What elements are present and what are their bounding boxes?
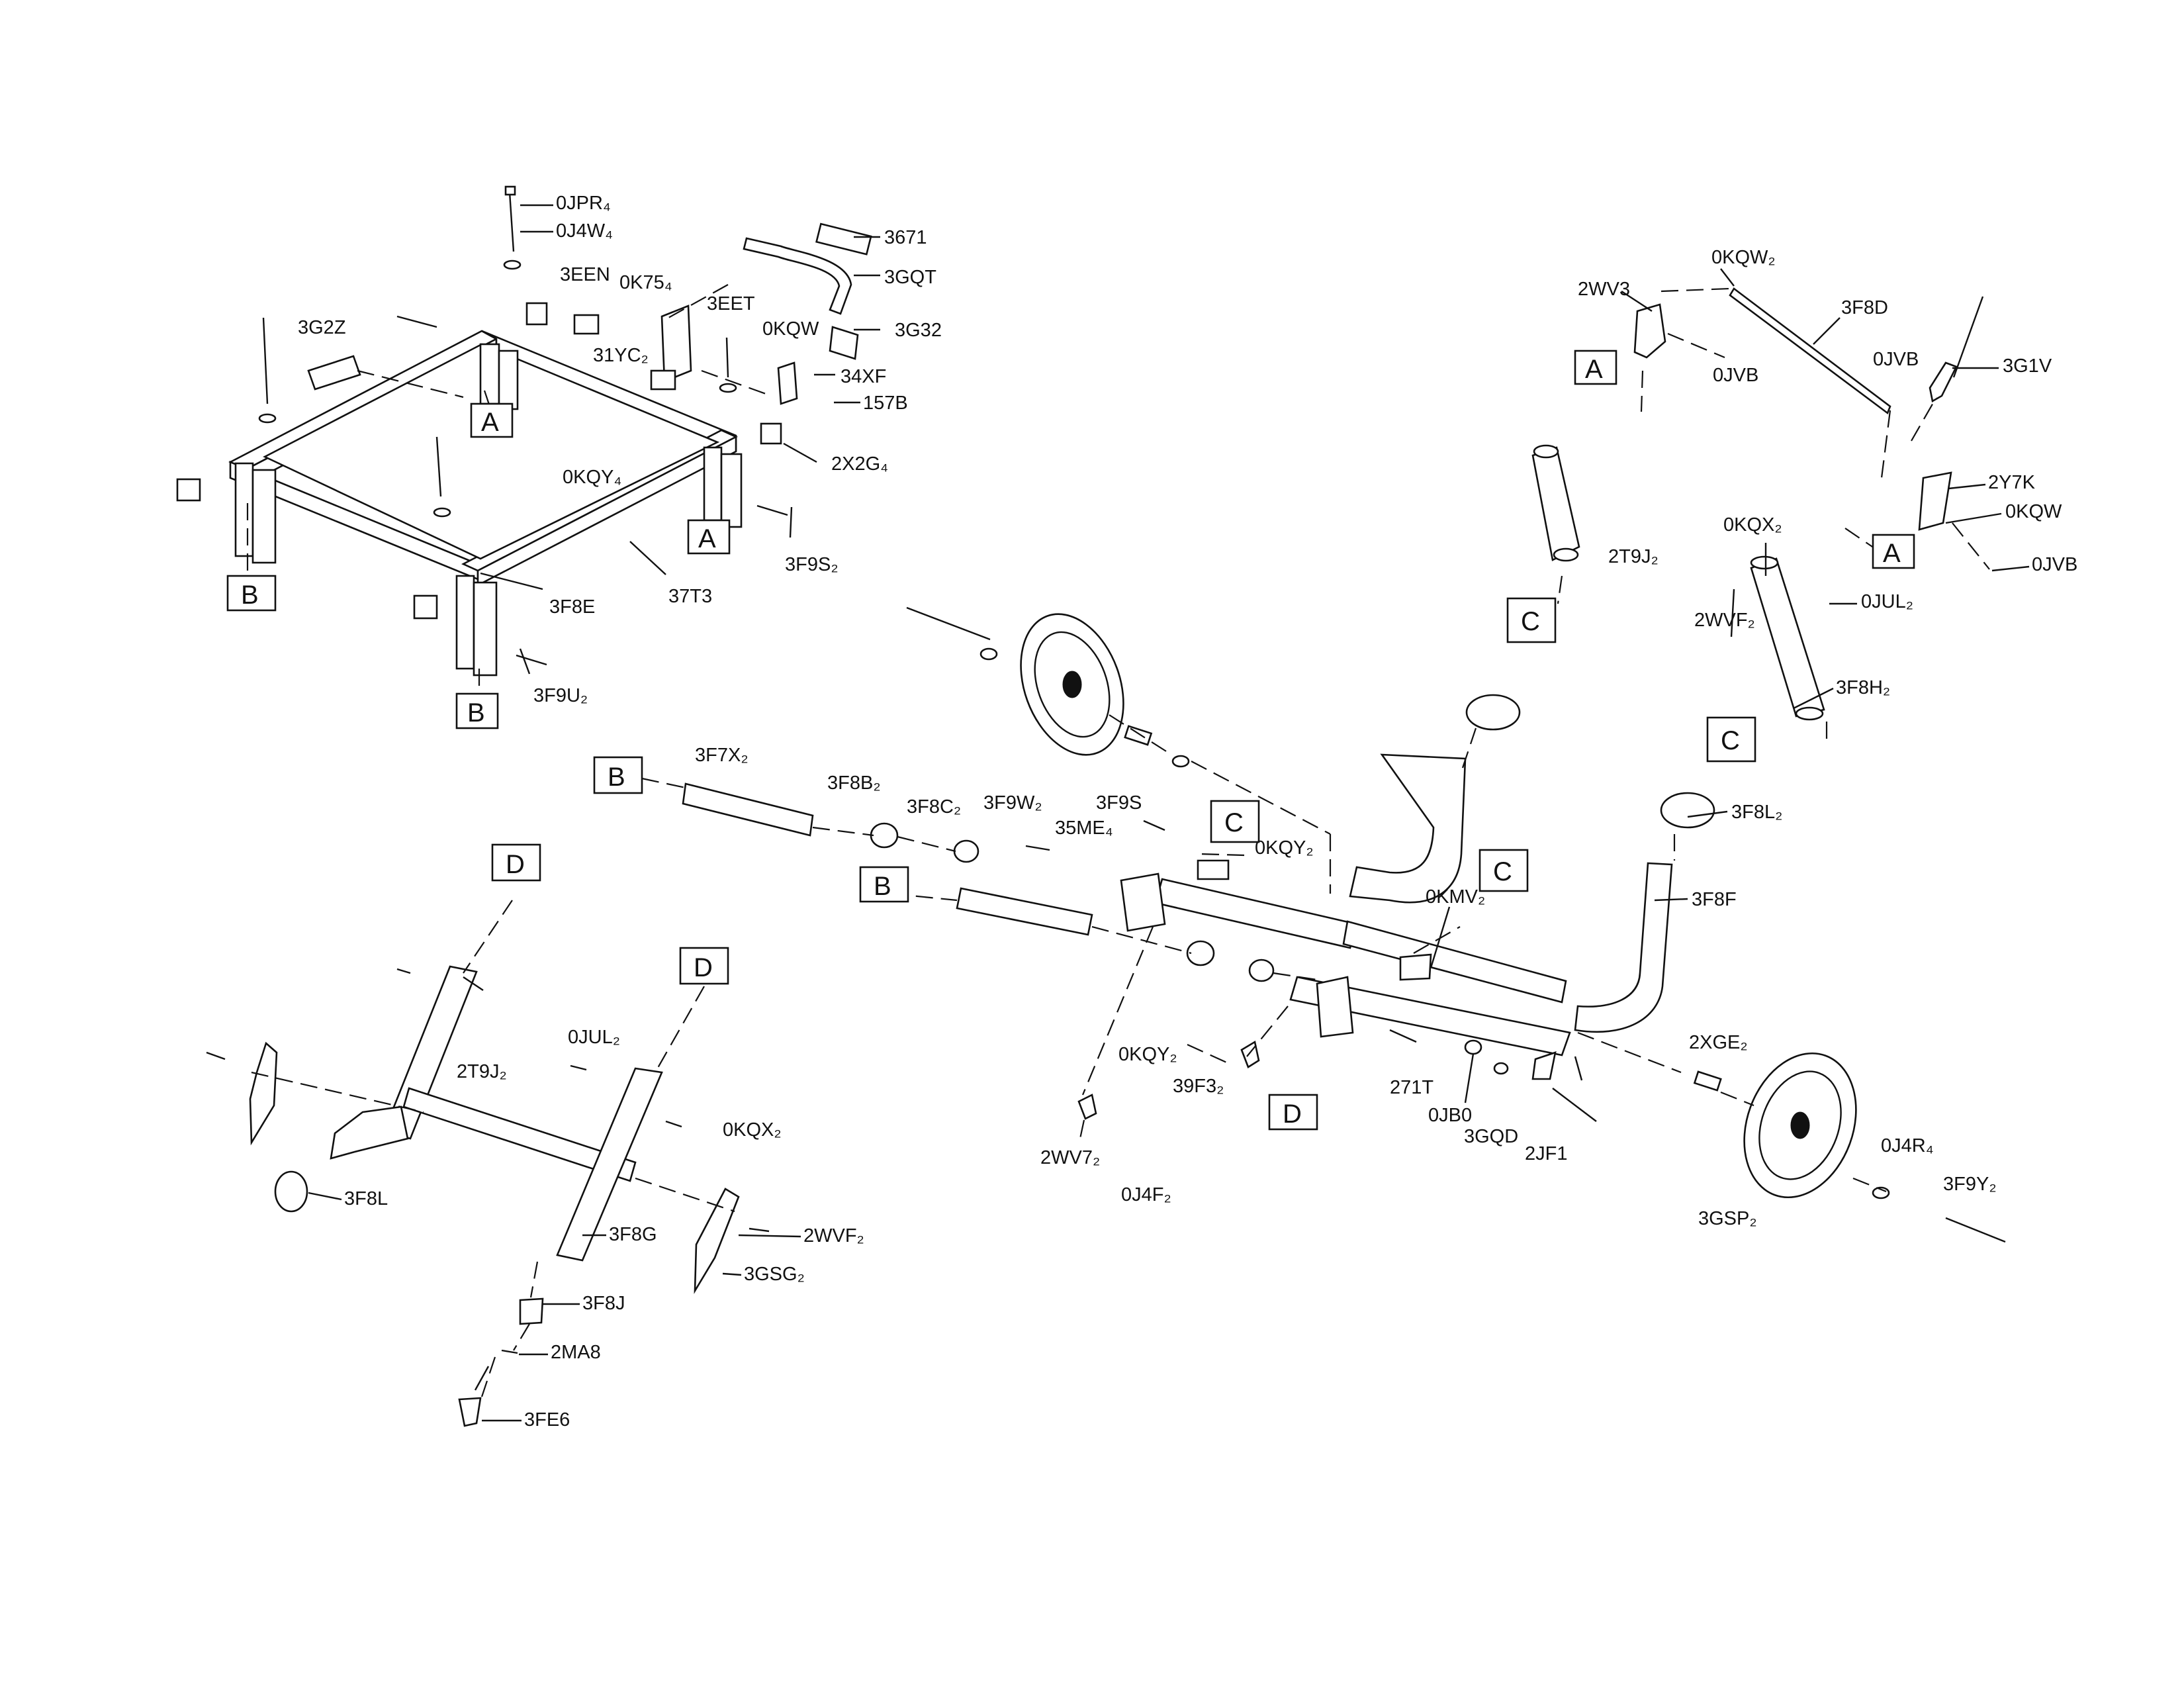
ref-box-b: B — [241, 581, 259, 610]
wheel-upper — [1020, 613, 1124, 756]
part-label: 2WVF₂ — [803, 1225, 864, 1246]
part-label: 0KQX₂ — [1723, 514, 1782, 536]
ref-box-c: C — [1224, 808, 1244, 837]
part-label: 0JUL₂ — [1861, 591, 1913, 612]
part-label: 2WV7₂ — [1040, 1147, 1100, 1168]
ref-box-b: B — [874, 872, 891, 901]
part-label: 2X2G₄ — [831, 453, 888, 475]
part-label: 3F8H₂ — [1836, 677, 1890, 698]
part-label: 0KQX₂ — [723, 1119, 782, 1141]
ref-box-b: B — [608, 763, 625, 792]
ref-box-d: D — [694, 953, 713, 982]
part-label: 3EET — [707, 293, 755, 314]
part-label: 3F9Y₂ — [1943, 1174, 1997, 1195]
part-label: 0K75₄ — [619, 272, 672, 293]
part-label: 3F8L — [344, 1188, 388, 1209]
wheel-lower — [1743, 1052, 1857, 1199]
callout-leaders — [308, 268, 2030, 1422]
part-label: 2WVF₂ — [1694, 610, 1755, 631]
ref-box-c: C — [1493, 857, 1512, 886]
part-label: 3G32 — [895, 320, 942, 341]
handle-assembly — [1531, 287, 1990, 741]
part-label: 3GSG₂ — [744, 1264, 805, 1285]
part-label: 3G1V — [2003, 355, 2052, 377]
part-label: 37T3 — [668, 586, 712, 607]
base-assembly — [641, 606, 2006, 1243]
part-label: 2T9J₂ — [457, 1061, 507, 1082]
part-label: 0KQY₂ — [1118, 1044, 1177, 1065]
part-label: 3F8F — [1692, 889, 1737, 910]
part-label: 3GSP₂ — [1698, 1208, 1757, 1229]
part-label: 0JPR₄ — [556, 193, 611, 214]
part-label: 3EEN — [560, 264, 610, 285]
part-label: 0KQY₄ — [563, 467, 621, 488]
part-label: 31YC₂ — [593, 345, 649, 366]
part-label: 0J4R₄ — [1881, 1135, 1934, 1156]
part-label: 35ME₄ — [1055, 818, 1113, 839]
part-label: 3F8D — [1841, 297, 1888, 318]
ref-box-b: B — [467, 698, 485, 727]
part-label: 3F9W₂ — [983, 792, 1042, 814]
part-label: 0KMV₂ — [1426, 886, 1485, 908]
part-label: 0KQW₂ — [1711, 247, 1776, 268]
ref-box-a: A — [481, 408, 499, 437]
part-label: 3F9S₂ — [785, 554, 839, 575]
part-label: 39F3₂ — [1173, 1076, 1224, 1097]
part-label: 0J4W₄ — [556, 220, 613, 242]
part-label: 2JF1 — [1525, 1143, 1567, 1164]
part-label: 0JVB — [2032, 554, 2077, 575]
part-label: 2T9J₂ — [1608, 546, 1659, 567]
part-label: 34XF — [841, 366, 886, 387]
part-label: 3F8E — [549, 596, 595, 618]
part-label: 2MA8 — [551, 1342, 601, 1363]
part-label: 0JVB — [1713, 365, 1758, 386]
part-label: 0KQW — [762, 318, 819, 340]
ref-box-a: A — [1883, 539, 1901, 568]
part-label: 271T — [1390, 1077, 1433, 1098]
part-label: 3FE6 — [524, 1409, 570, 1430]
part-label: 3F8G — [609, 1224, 657, 1245]
part-label: 3F7X₂ — [695, 745, 749, 766]
ref-box-c: C — [1721, 726, 1740, 755]
frame-leaders — [246, 204, 880, 695]
ref-box-d: D — [506, 850, 525, 879]
part-label: 3F8B₂ — [827, 773, 881, 794]
ref-box-c: C — [1521, 607, 1540, 636]
part-label: 3F8J — [582, 1293, 625, 1314]
part-label: 2Y7K — [1988, 472, 2036, 493]
part-label: 157B — [863, 393, 908, 414]
part-label: 0JVB — [1873, 349, 1919, 370]
part-label: 3F8C₂ — [907, 796, 961, 818]
ref-box-a: A — [1585, 355, 1603, 384]
ref-box-a: A — [698, 524, 716, 553]
part-label: 3GQT — [884, 267, 936, 288]
part-label: 2XGE₂ — [1689, 1032, 1748, 1053]
part-label: 3F8L₂ — [1731, 802, 1782, 823]
part-label: 3F9S — [1096, 792, 1142, 814]
callouts: 0JPR₄ 0J4W₄ 3EEN 0K75₄ 3671 3GQT 3EET 3G… — [298, 193, 2077, 1430]
part-label: 0KQW — [2005, 501, 2062, 522]
ref-box-d: D — [1283, 1100, 1302, 1129]
part-label: 0JB0 — [1428, 1105, 1472, 1126]
part-label: 3G2Z — [298, 317, 346, 338]
leg-assembly — [206, 900, 770, 1427]
part-label: 0J4F₂ — [1121, 1184, 1171, 1205]
part-label: 0KQY₂ — [1255, 837, 1314, 859]
part-label: 2WV3 — [1578, 279, 1630, 300]
part-label: 3F9U₂ — [533, 685, 588, 706]
frame-assembly — [176, 185, 872, 677]
reference-boxes: A A A A B B B B C C C C D D D — [226, 350, 1915, 1131]
part-label: 3671 — [884, 227, 927, 248]
part-label: 3GQD — [1464, 1126, 1518, 1147]
part-label: 0JUL₂ — [568, 1027, 620, 1048]
